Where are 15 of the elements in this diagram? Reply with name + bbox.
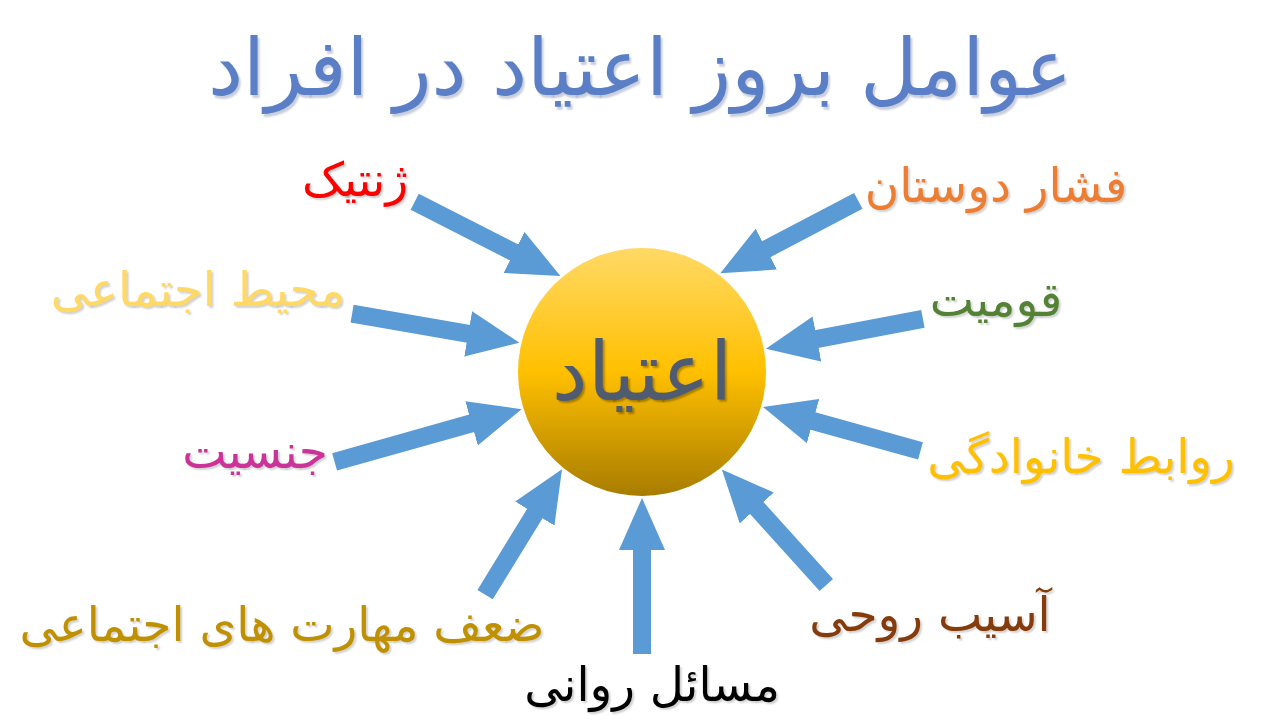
factor-label: قومیت <box>926 273 1066 327</box>
factor-label: جنسیت <box>179 425 331 479</box>
factor-label: آسیب روحی <box>806 588 1054 642</box>
factor-label: روابط خانوادگی <box>924 430 1238 484</box>
block-arrow <box>350 304 521 357</box>
block-arrow <box>760 398 923 460</box>
central-circle: اعتیاد <box>518 248 766 496</box>
factor-label: مسائل روانی <box>521 658 783 712</box>
block-arrow <box>619 498 665 654</box>
title: عوامل بروز اعتیاد در افراد <box>207 22 1073 114</box>
block-arrow <box>764 309 925 362</box>
factor-label: ضعف مهارت های اجتماعی <box>16 598 548 652</box>
factor-label: ژنتیک <box>298 153 412 207</box>
factor-label: فشار دوستان <box>861 159 1131 213</box>
factor-label: محیط اجتماعی <box>47 263 349 317</box>
